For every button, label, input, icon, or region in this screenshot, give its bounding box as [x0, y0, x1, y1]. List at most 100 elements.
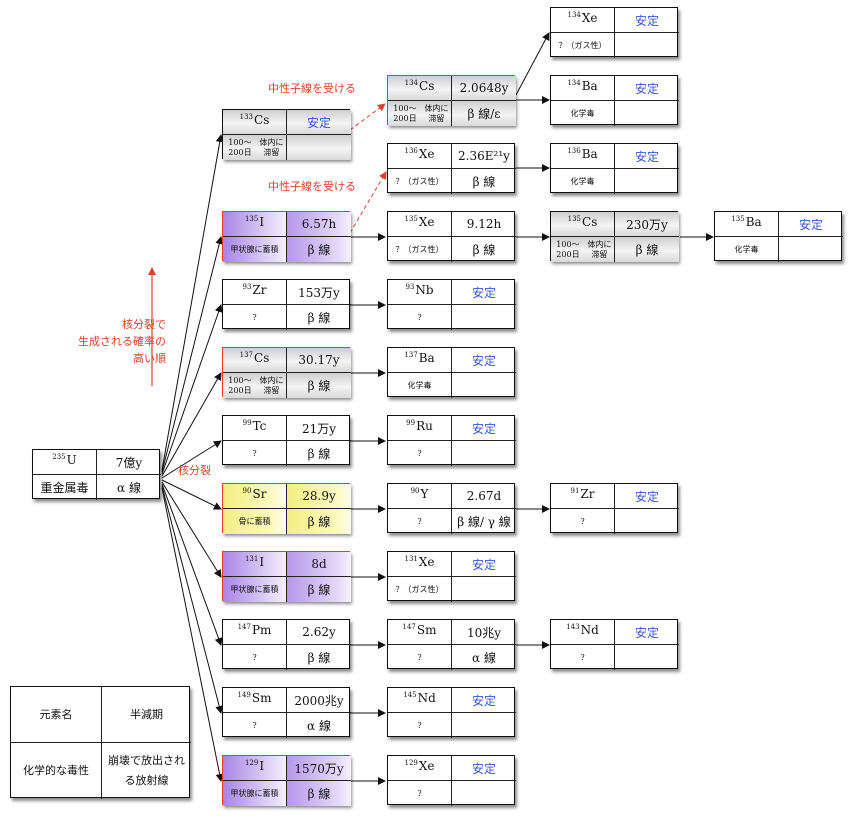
toxicity-line: 100〜200日	[228, 137, 252, 157]
half-life: 安定	[452, 552, 516, 577]
element-symbol: Tc	[252, 419, 267, 433]
half-life: 2.62y	[287, 620, 351, 645]
half-life: 安定	[615, 144, 679, 169]
half-life: 安定	[452, 348, 516, 373]
radiation	[779, 237, 843, 262]
radiation: β 線	[307, 447, 331, 461]
radiation: β 線/ε	[452, 101, 516, 126]
half-life: 安定	[615, 76, 679, 101]
toxicity: ?	[388, 441, 452, 466]
mass-number: 147	[237, 623, 251, 631]
element-symbol: Cs	[582, 215, 598, 229]
element-symbol: Xe	[581, 11, 598, 25]
element-symbol: I	[259, 759, 265, 773]
element-symbol: Zr	[252, 283, 267, 297]
toxicity: 甲状腺に蓄積	[223, 781, 287, 806]
element-symbol: Xe	[418, 147, 435, 161]
half-life: 安定	[452, 688, 516, 713]
radiation: β 線	[472, 175, 496, 189]
toxicity: ?	[388, 713, 452, 738]
mass-number: 133	[239, 113, 254, 121]
mass-number: 129	[404, 759, 418, 767]
radiation	[287, 135, 351, 160]
arrow-u-sr90	[161, 479, 222, 510]
toxicity-line: 100〜200日	[228, 375, 252, 395]
mass-number: 135	[567, 215, 582, 223]
toxicity-line: 体内に滞留	[259, 375, 284, 395]
radiation	[615, 33, 679, 58]
label-probability-line1: 核分裂で	[122, 318, 166, 331]
half-life: 1570万y	[287, 756, 351, 781]
toxicity-line: 100〜200日	[556, 239, 580, 259]
toxicity: ?	[223, 441, 287, 466]
mass-number: 99	[242, 419, 252, 427]
half-life: 安定	[779, 212, 843, 237]
arrow-u-i129	[161, 487, 224, 782]
mass-number: 135	[731, 215, 745, 223]
arrow-u-cs137	[161, 372, 222, 477]
half-life: 28.9y	[287, 484, 351, 509]
radiation	[452, 373, 516, 398]
radiation	[452, 305, 516, 330]
half-life: 9.12h	[452, 212, 516, 237]
mass-number: 143	[566, 623, 580, 631]
half-life: 7億y	[97, 450, 161, 475]
toxicity-line: 体内に滞留	[259, 137, 284, 157]
toxicity: ?	[223, 713, 287, 738]
label-fission: 核分裂	[178, 464, 211, 477]
mass-number: 136	[404, 147, 418, 155]
legend-name: 元素名	[11, 687, 102, 743]
toxicity: ?	[388, 509, 452, 534]
radiation: β 線/ γ 線	[457, 515, 511, 529]
toxicity: ？（ガス性）	[388, 577, 452, 602]
toxicity: ?	[223, 305, 287, 330]
radiation	[452, 441, 516, 466]
arrow-u-pm147	[161, 483, 223, 646]
radiation: β 線	[287, 373, 351, 398]
mass-number: 93	[405, 283, 415, 291]
legend-halflife: 半減期	[102, 687, 191, 743]
element-symbol: Ba	[581, 147, 598, 161]
element-symbol: Ba	[418, 351, 435, 365]
toxicity: 骨に蓄積	[223, 509, 287, 534]
half-life: 2.67d	[452, 484, 516, 509]
radiation: β 線	[307, 651, 331, 665]
label-neutron-1: 中性子線を受ける	[268, 82, 356, 95]
element-symbol: Y	[420, 487, 429, 501]
radiation: β 線	[287, 509, 351, 534]
radiation	[615, 509, 679, 534]
label-probability-line3: 高い順	[133, 352, 166, 365]
element-symbol: Cs	[254, 351, 270, 365]
mass-number: 134	[404, 79, 419, 87]
element-symbol: Ba	[581, 79, 598, 93]
mass-number: 145	[403, 691, 417, 699]
